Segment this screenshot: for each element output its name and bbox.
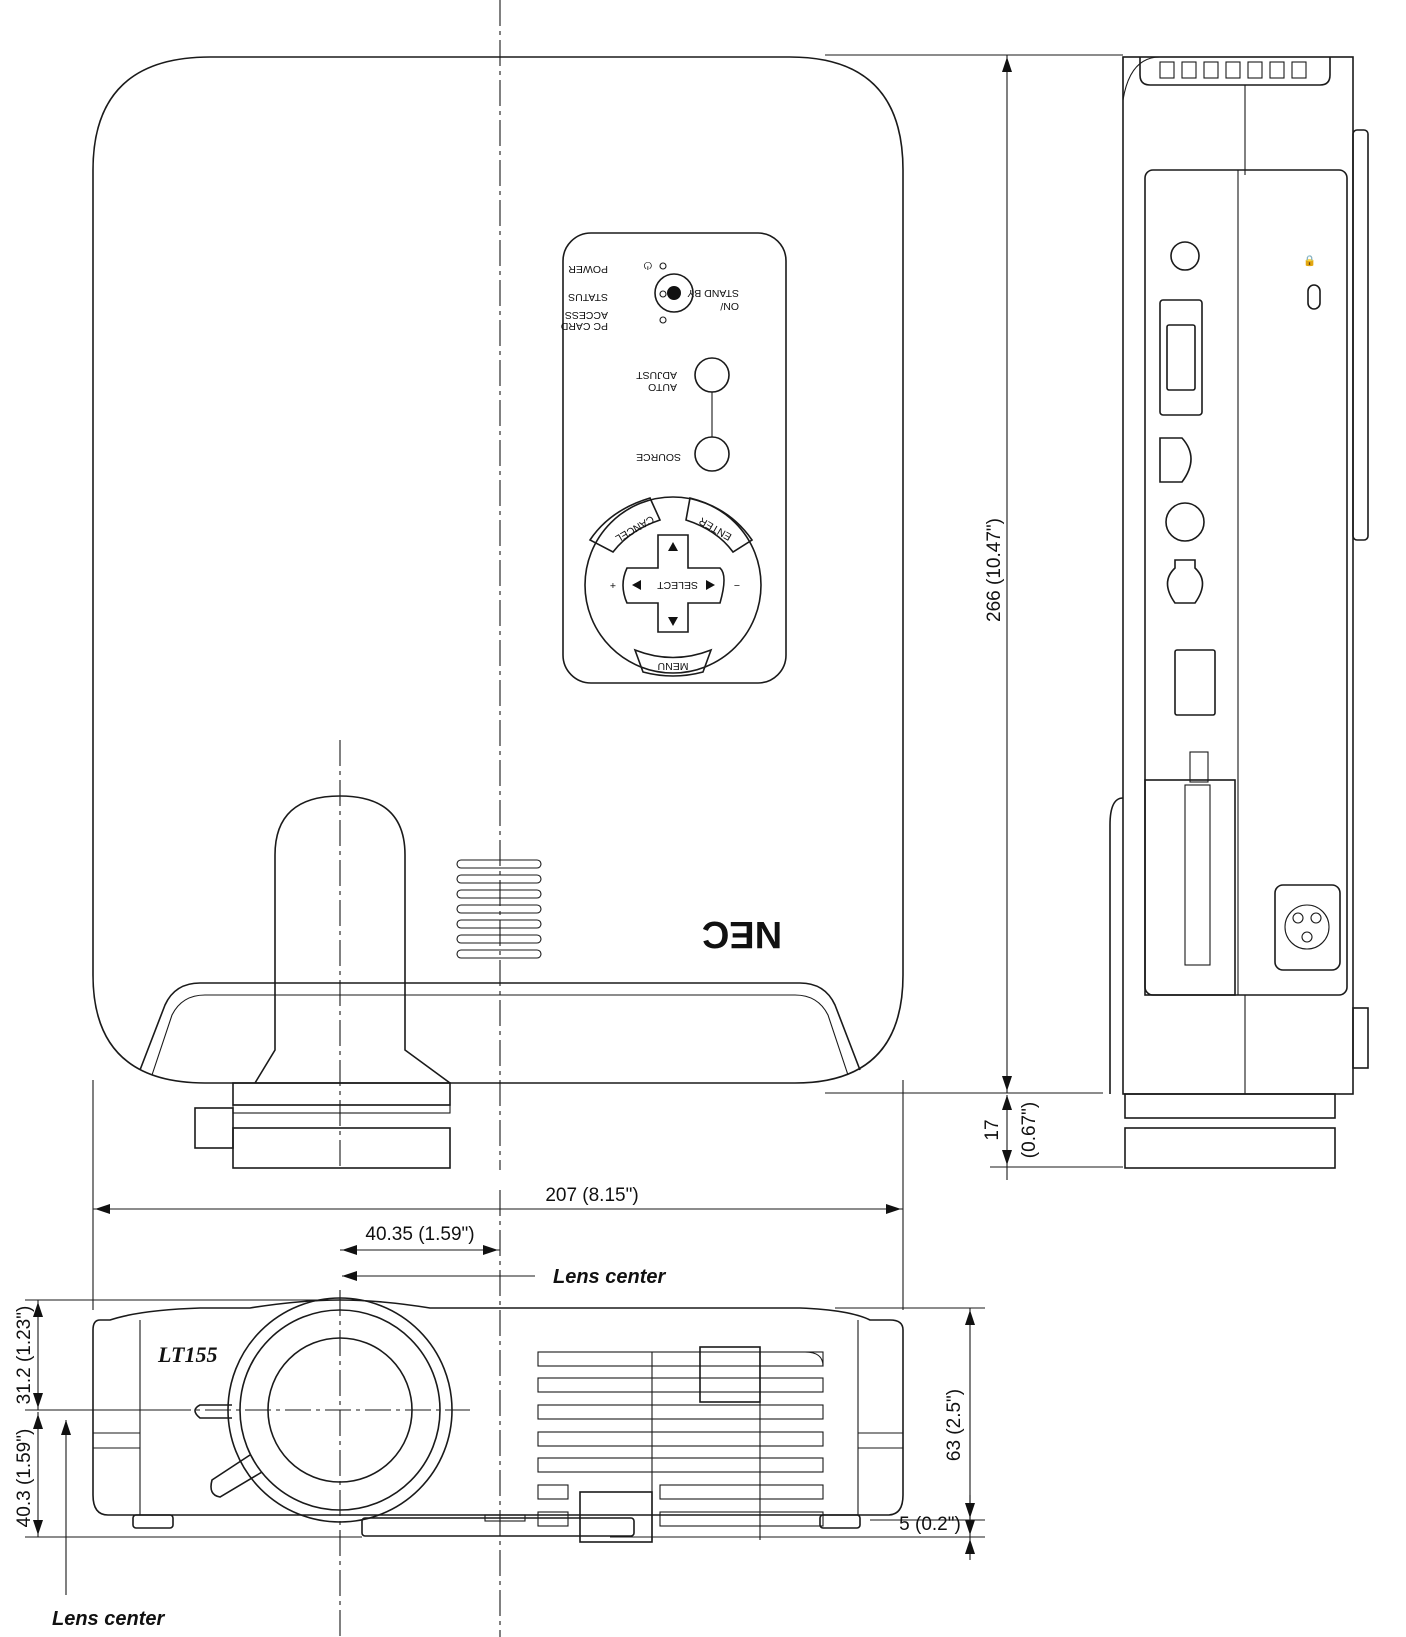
rgb-port [1159, 299, 1203, 416]
source-button[interactable] [694, 436, 730, 472]
ac-inlet [1274, 884, 1341, 971]
control-panel: POWER STATUS PC CARD ACCESS ON/ STAND BY… [560, 232, 787, 684]
pc-card-led-label: PC CARD [560, 320, 608, 332]
foot-left [132, 1514, 174, 1529]
svideo-port [1166, 559, 1204, 604]
select-pad[interactable] [584, 496, 762, 674]
focus-lever [194, 1404, 232, 1419]
power-button[interactable] [654, 273, 694, 313]
lens-center-label-top: Lens center [553, 1266, 666, 1288]
standby-label: STAND BY [687, 287, 739, 299]
adjuster-button [579, 1491, 653, 1543]
foot-right [819, 1514, 861, 1529]
width-dimension: 207 (8.15") [545, 1185, 638, 1206]
audio-port [1170, 241, 1200, 271]
enter-label: ENTER [697, 514, 734, 542]
video-port [1165, 502, 1205, 542]
status-led-label: STATUS [568, 291, 608, 303]
power-symbol-icon: ⏻ [643, 259, 652, 271]
adjust-label: ADJUST [636, 369, 677, 381]
lens-bottom-dimension: 40.3 (1.59") [14, 1429, 35, 1528]
top-view-lens-housing [254, 795, 451, 1084]
side-view: 🔒 [1109, 56, 1369, 1169]
security-slot [1307, 284, 1321, 310]
up-arrow-icon [668, 542, 678, 551]
source-label: SOURCE [636, 451, 681, 463]
pc-card-eject [1189, 751, 1209, 783]
top-view-vent [456, 859, 542, 959]
remote-port [1174, 649, 1216, 716]
height-dimension: 266 (10.47") [984, 518, 1005, 622]
menu-label: MENU [658, 660, 689, 672]
lens-top-dimension: 31.2 (1.23") [14, 1306, 35, 1405]
side-view-foot-tab [1352, 1007, 1369, 1069]
pc-card-slot [1144, 779, 1236, 996]
front-view-body [92, 1299, 904, 1516]
down-arrow-icon [668, 617, 678, 626]
front-view-vent [537, 1346, 824, 1543]
pc-card-led [659, 316, 667, 324]
side-view-lens-tab [1352, 129, 1369, 541]
zoom-lever [210, 1454, 263, 1498]
access-led-label: ACCESS [565, 309, 608, 321]
dimension-lines: 266 (10.47") 17 (0.67") 207 (8.15") 40.3… [14, 54, 1123, 1630]
connector-panel [1144, 169, 1348, 996]
front-view: LT155 [92, 1190, 904, 1637]
top-view: NEC POWER STATUS PC CARD ACCESS ON/ STAN… [92, 0, 904, 1170]
top-view-lens-ring [232, 1082, 451, 1106]
minus-label: − [734, 579, 740, 591]
lens-offset-dimension: 40.35 (1.59") [365, 1224, 474, 1245]
nec-logo: NEC [702, 913, 782, 955]
cancel-label: CANCEL [613, 513, 656, 545]
power-led [659, 262, 667, 270]
menu-button[interactable] [633, 648, 713, 677]
side-view-top-vent [1139, 57, 1331, 86]
lock-icon: 🔒 [1303, 255, 1316, 267]
cancel-button[interactable] [588, 497, 662, 554]
status-led [659, 290, 667, 298]
enter-button[interactable] [685, 497, 754, 554]
select-label: SELECT [657, 579, 698, 591]
lens-projection-dimension: 17 [982, 1119, 1003, 1140]
usb-port [1159, 437, 1192, 483]
front-height-dimension: 63 (2.5") [944, 1389, 965, 1461]
direction-pad[interactable] [622, 534, 725, 633]
power-led-label: POWER [568, 263, 608, 275]
model-logo: LT155 [157, 1342, 217, 1367]
lens-projection-dimension-inch: (0.67") [1019, 1102, 1040, 1158]
foot-height-dimension: 5 (0.2") [899, 1514, 961, 1535]
foot-center [361, 1517, 635, 1537]
auto-adjust-button[interactable] [694, 357, 730, 393]
right-arrow-icon [706, 580, 715, 590]
left-arrow-icon [632, 580, 641, 590]
on-label: ON/ [720, 300, 739, 312]
auto-label: AUTO [648, 381, 677, 393]
top-view-lens-tab [194, 1107, 234, 1149]
plus-label: + [610, 579, 616, 591]
ir-receiver [699, 1346, 761, 1403]
lens-center-label-bottom: Lens center [52, 1608, 165, 1630]
